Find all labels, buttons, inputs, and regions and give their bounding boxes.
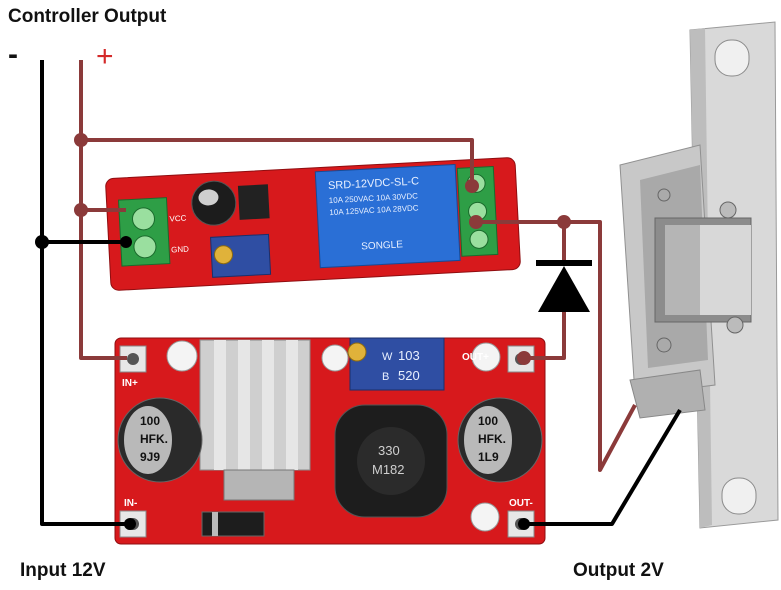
- door-strike: [619, 21, 779, 529]
- timer-potentiometer: [210, 233, 272, 278]
- input-cap-value: 100: [140, 414, 160, 428]
- inductor-code: M182: [372, 462, 405, 477]
- voltage-trimmer: [349, 337, 445, 391]
- trimmer-w: W: [382, 351, 393, 363]
- inductor-value: 330: [378, 443, 400, 458]
- smd-diode: [201, 511, 265, 537]
- positive-terminal-sign: +: [96, 40, 114, 73]
- negative-terminal-sign: -: [8, 38, 18, 71]
- output-cap-brand: HFK.: [478, 432, 506, 446]
- output-cap-value: 100: [478, 414, 498, 428]
- input-voltage-label: Input 12V: [20, 560, 106, 581]
- in-plus-label: IN+: [122, 378, 138, 389]
- buck-converter-board: IN+ IN- OUT+ OUT- 103 W 520 B 100 HFK. 9…: [114, 337, 546, 545]
- relay-timer-board: VCC GND SRD-12VDC-SL-C 10A 250VAC 10A 30…: [105, 157, 521, 291]
- positive-wires: [79, 60, 637, 472]
- trimmer-code: 520: [398, 368, 420, 383]
- relay: [314, 163, 461, 269]
- flyback-diode-symbol: [536, 260, 592, 312]
- input-cap-brand: HFK.: [140, 432, 168, 446]
- out-plus-label: OUT+: [462, 352, 489, 363]
- vcc-pin-label: VCC: [169, 214, 187, 224]
- trimmer-b: B: [382, 371, 389, 383]
- gnd-pin-label: GND: [171, 245, 189, 255]
- trimmer-value: 103: [398, 348, 420, 363]
- wire-junctions: [35, 133, 571, 530]
- relay-brand: SONGLE: [361, 239, 404, 252]
- in-minus-label: IN-: [124, 498, 137, 509]
- relay-model-text: SRD-12VDC-SL-C: [328, 175, 420, 192]
- negative-wires: [40, 60, 682, 526]
- output-voltage-label: Output 2V: [573, 560, 664, 581]
- input-cap-code: 9J9: [140, 450, 160, 464]
- input-terminal-block: [117, 197, 171, 267]
- timer-ic: [237, 184, 270, 220]
- output-cap-code: 1L9: [478, 450, 499, 464]
- out-minus-label: OUT-: [509, 498, 533, 509]
- controller-output-title: Controller Output: [8, 6, 167, 27]
